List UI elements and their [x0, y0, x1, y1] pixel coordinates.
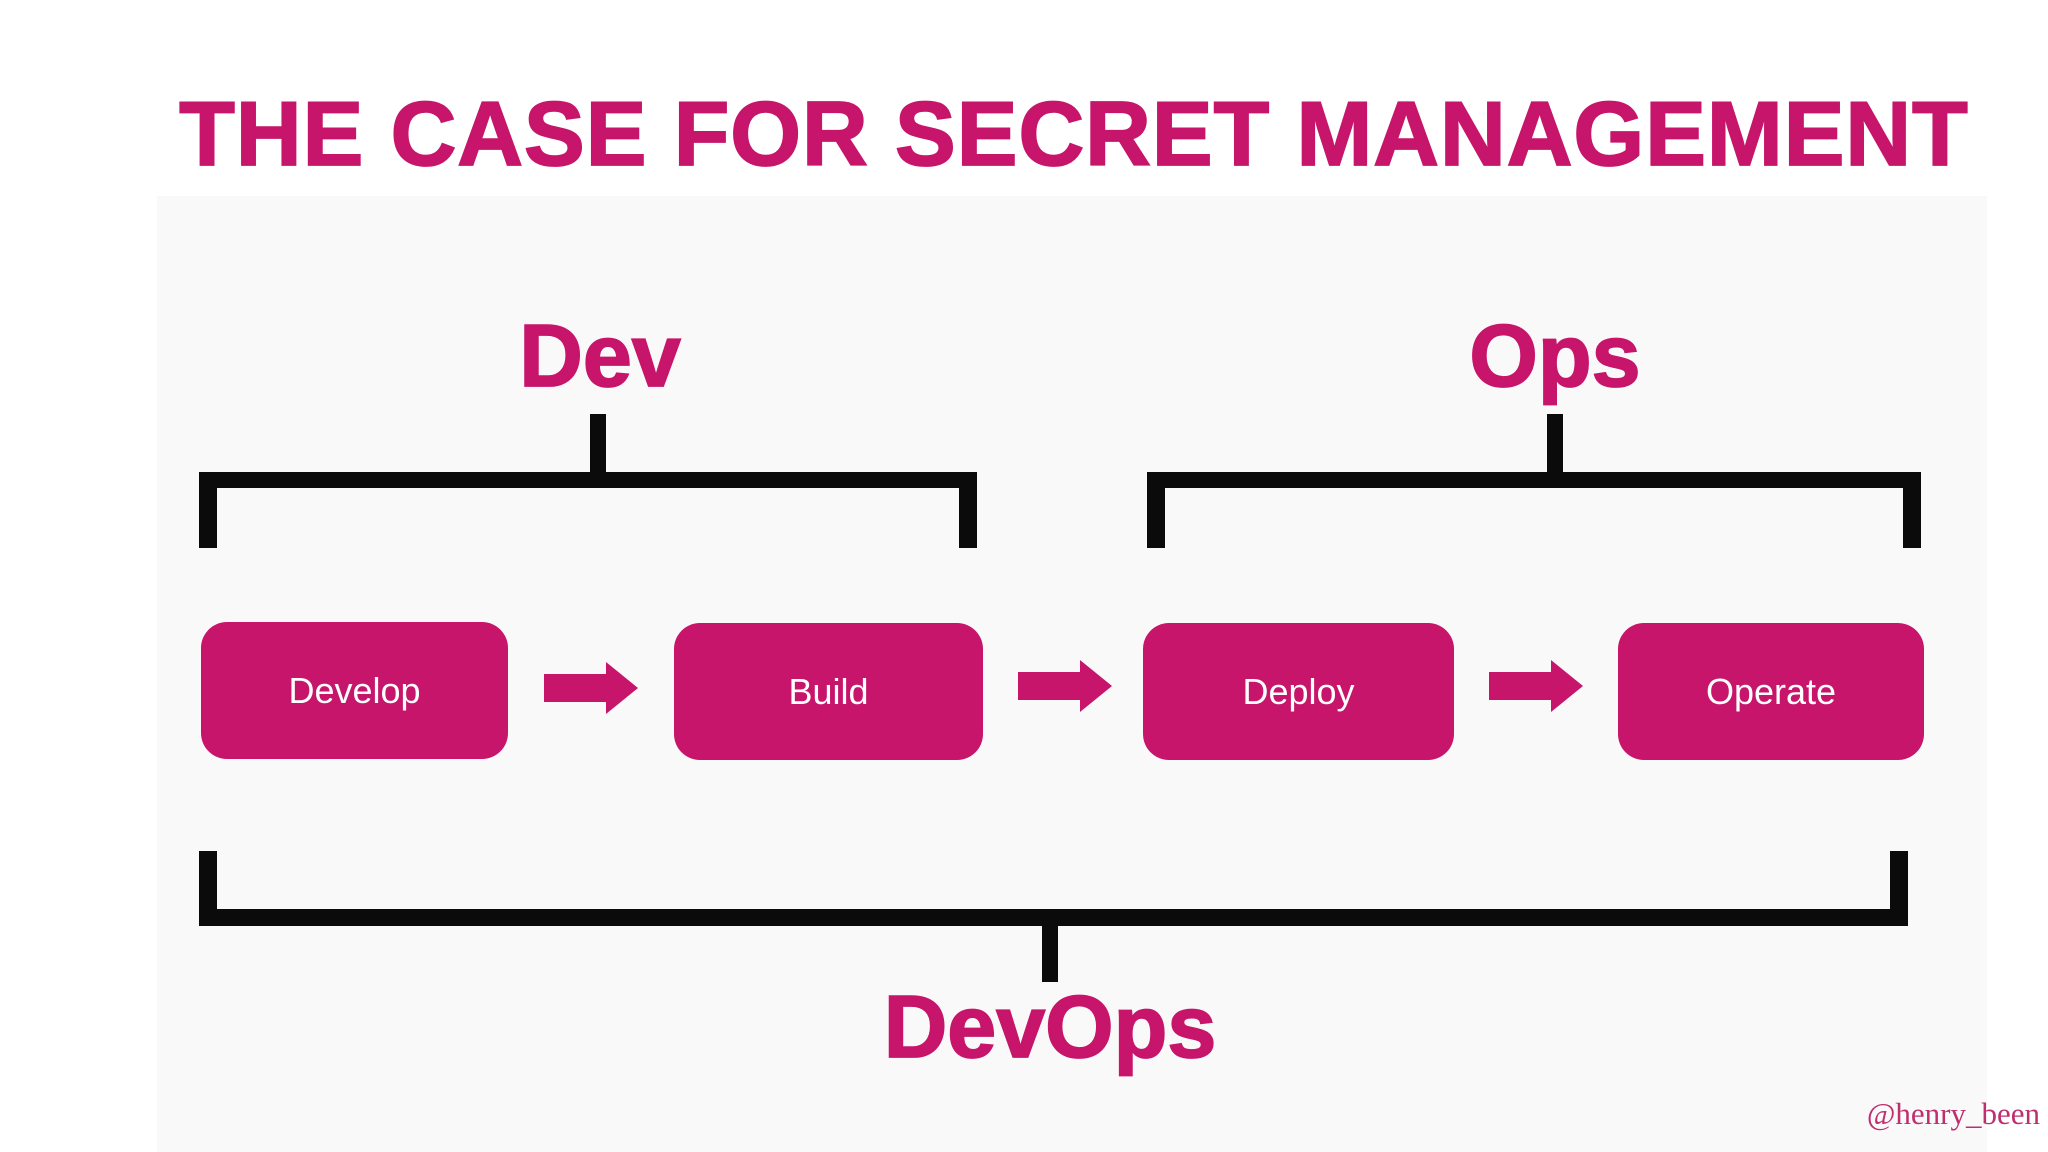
ops-bracket-stem — [1547, 414, 1563, 476]
stage-label-deploy: Deploy — [1242, 670, 1355, 712]
ops-bracket-bar — [1147, 472, 1921, 488]
arrow-right-icon — [1489, 660, 1583, 712]
dev-bracket-right-leg — [959, 472, 977, 548]
arrow-right-icon — [1018, 660, 1112, 712]
attribution-handle: @henry_been — [1866, 1096, 2040, 1131]
ops-bracket-left-leg — [1147, 472, 1165, 548]
stage-box-deploy: Deploy — [1143, 623, 1454, 760]
devops-bracket-left-leg — [199, 851, 217, 926]
devops-bracket-bar — [199, 909, 1908, 926]
dev-bracket-bar — [199, 472, 977, 488]
stage-box-develop: Develop — [201, 622, 508, 759]
slide-title: THE CASE FOR SECRET MANAGEMENT — [178, 84, 1969, 185]
stage-label-build: Build — [788, 670, 869, 712]
dev-bracket-left-leg — [199, 472, 217, 548]
stage-label-develop: Develop — [288, 669, 421, 711]
devops-bracket-stem — [1042, 920, 1058, 982]
arrow-right-icon — [544, 662, 638, 714]
stage-box-build: Build — [674, 623, 983, 760]
ops-bracket-right-leg — [1903, 472, 1921, 548]
ops-group-label: Ops — [1469, 306, 1642, 405]
dev-bracket-stem — [590, 414, 606, 476]
dev-group-label: Dev — [518, 306, 681, 405]
stage-label-operate: Operate — [1705, 670, 1837, 712]
stage-box-operate: Operate — [1618, 623, 1924, 760]
devops-group-label: DevOps — [883, 977, 1217, 1076]
devops-bracket-right-leg — [1890, 851, 1908, 926]
